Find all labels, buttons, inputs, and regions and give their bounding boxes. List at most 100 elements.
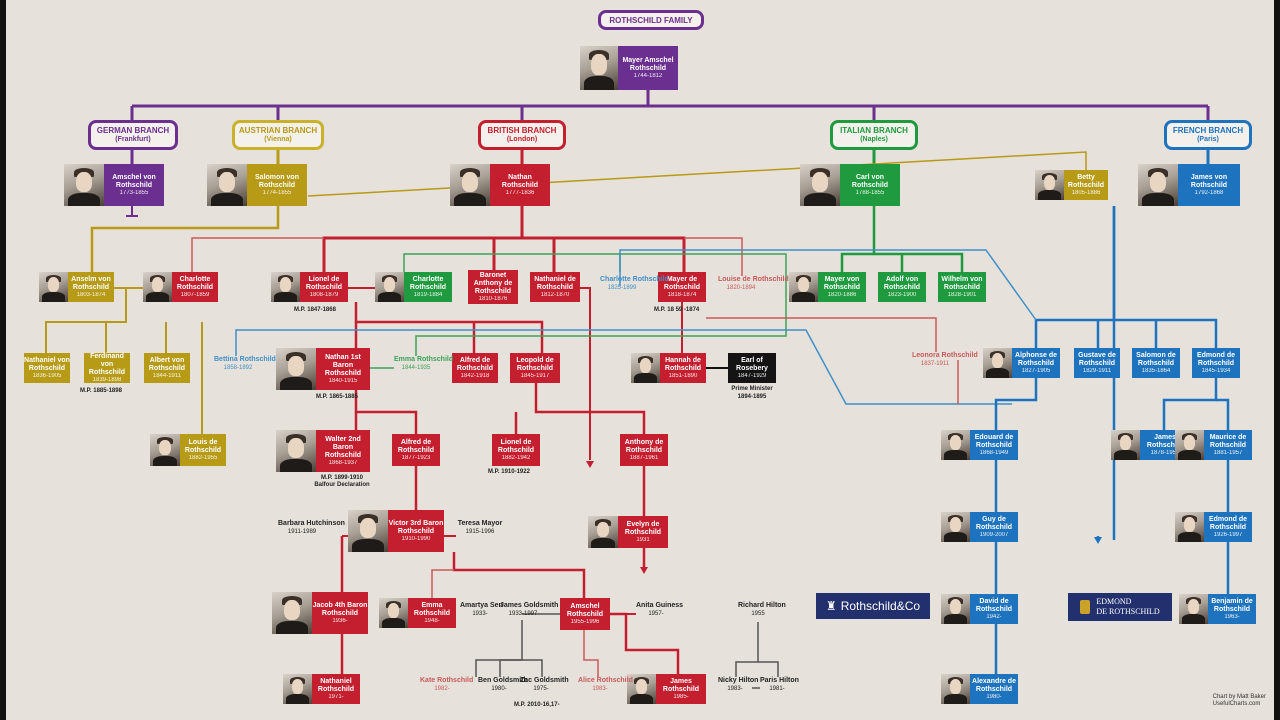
connector-line: [126, 206, 138, 217]
portrait-james2: [1111, 430, 1140, 460]
connector-line: [619, 249, 1037, 321]
person-name: Nathaniel von Rothschild: [24, 356, 70, 372]
portrait-charlotte2: [375, 272, 404, 302]
person-name: Edmond de Rothschild: [1196, 351, 1236, 367]
person-years: 1808-1879: [309, 291, 339, 298]
portrait-edmond2: [1175, 512, 1204, 542]
portrait-lionel1: [271, 272, 300, 302]
person-name: Alexandre de Rothschild: [972, 677, 1016, 693]
edmond-logo-line2: DE ROTHSCHILD: [1096, 607, 1160, 616]
rothschild-co-logo: ♜ Rothschild&Co: [816, 593, 930, 619]
german-branch-city: (Frankfurt): [115, 136, 151, 143]
person-name: Benjamin de Rothschild: [1211, 597, 1253, 613]
person-years: 1881-1957: [1213, 449, 1243, 456]
portrait-nathan: [450, 164, 490, 206]
title-text: ROTHSCHILD FAMILY: [609, 15, 693, 25]
person-name: Guy de Rothschild: [975, 515, 1013, 531]
french-branch-name: FRENCH BRANCH: [1172, 126, 1244, 135]
connector-line: [475, 659, 522, 677]
connector-line: [354, 390, 418, 434]
connector-line: [322, 206, 524, 272]
note-mayer-mp: M.P. 18 59 -1874: [654, 307, 700, 313]
person-name: Earl of Rosebery: [736, 356, 768, 372]
person-years: 1827-1905: [1021, 367, 1051, 374]
person-name: Nathan 1st Baron Rothschild: [324, 353, 362, 377]
portrait-amschel: [64, 164, 104, 206]
founder-node[interactable]: Mayer Amschel Rothschild 1744-1812: [618, 46, 678, 90]
austrian-branch-header: AUSTRIAN BRANCH (Vienna): [232, 120, 324, 150]
person-name: Adolf von Rothschild: [883, 275, 921, 291]
portrait-walter: [276, 430, 316, 472]
portrait-betty: [1035, 170, 1064, 200]
british-branch-city: (London): [506, 136, 538, 143]
portrait-james_fr: [1138, 164, 1178, 206]
person-years: 1823-1900: [887, 291, 917, 298]
person-years: 1877-1923: [401, 454, 431, 461]
